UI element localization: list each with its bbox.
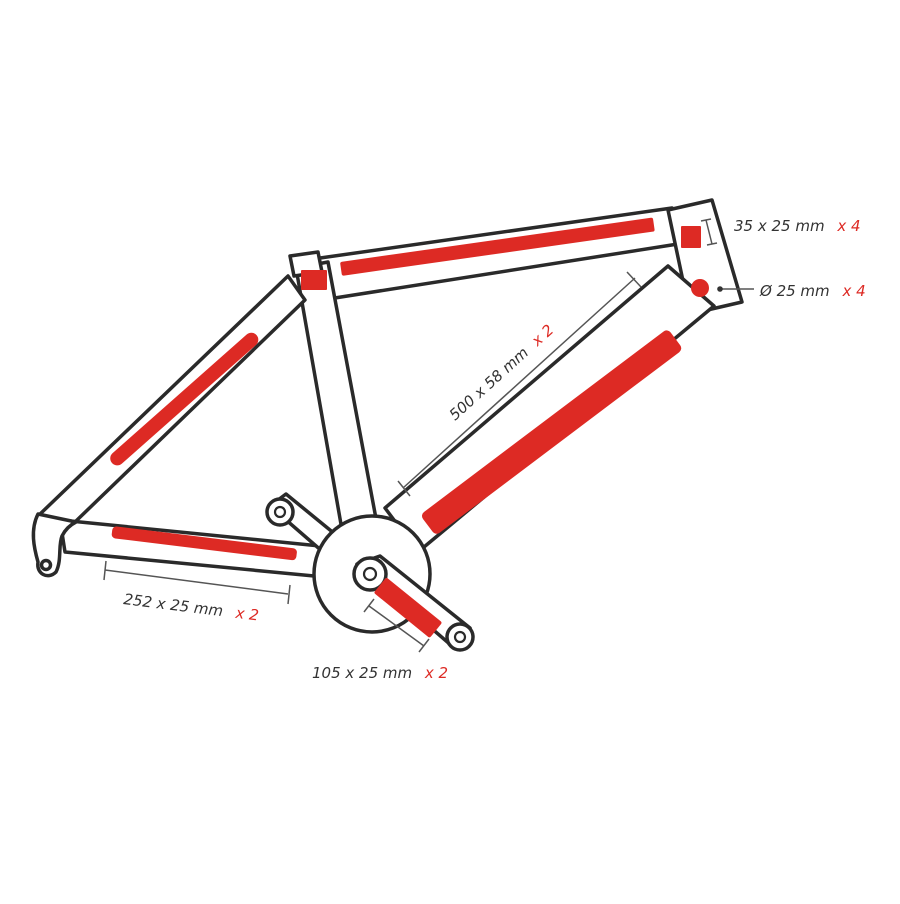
leader-dot xyxy=(717,286,723,292)
strip-seat-stay xyxy=(110,332,259,466)
dimension-lines xyxy=(103,218,754,653)
seat-stay xyxy=(36,274,307,524)
label-crank-size: 105 x 25 mm xyxy=(312,664,412,682)
label-chain-stay-qty: x 2 xyxy=(234,604,260,625)
pedal-hole-back xyxy=(273,505,287,519)
dim-crank xyxy=(368,605,425,647)
strip-top-tube xyxy=(340,217,655,276)
dim-chain-stay xyxy=(104,569,289,595)
dim-down-tube xyxy=(402,277,636,489)
label-down-tube-qty: x 2 xyxy=(527,321,557,351)
strip-round-dot xyxy=(691,279,709,297)
pedal-eye-back xyxy=(265,497,295,527)
label-crank-qty: x 2 xyxy=(424,664,448,682)
strip-chain-stay xyxy=(111,526,297,561)
dim-head-patch xyxy=(705,219,713,245)
label-head-patch-size: 35 x 25 mm xyxy=(734,217,825,235)
label-crank: 105 x 25 mm x 2 xyxy=(312,664,448,682)
seat-tube xyxy=(294,260,382,549)
strip-crank xyxy=(374,578,442,638)
strip-seat-clamp xyxy=(301,270,327,290)
pedal-hole-front xyxy=(453,630,467,644)
pedal-eye-front xyxy=(445,622,475,652)
dropout-hole xyxy=(39,558,53,572)
label-round-dot-size: Ø 25 mm xyxy=(759,282,830,300)
strip-head-tube xyxy=(681,226,701,248)
strip-down-tube xyxy=(422,330,682,534)
label-head-patch: 35 x 25 mm x 4 xyxy=(734,217,861,235)
label-chain-stay-size: 252 x 25 mm xyxy=(123,590,225,620)
crank-spindle xyxy=(352,556,388,592)
protection-strips xyxy=(110,217,709,638)
label-head-patch-qty: x 4 xyxy=(836,217,860,235)
spindle-hole xyxy=(362,566,378,582)
label-chain-stay: 252 x 25 mm x 2 xyxy=(123,590,260,624)
label-round-dot: Ø 25 mm x 4 xyxy=(759,282,866,300)
label-round-dot-qty: x 4 xyxy=(841,282,865,300)
